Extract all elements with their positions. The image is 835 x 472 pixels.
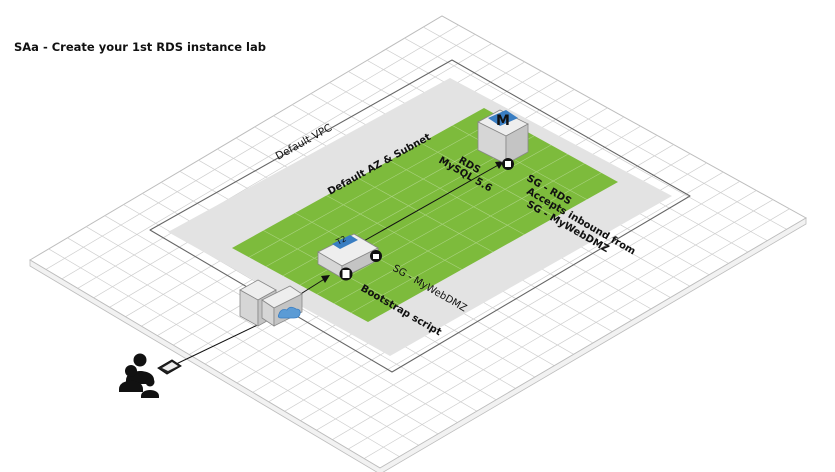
script-icon <box>339 267 353 281</box>
ec2-arrow-head <box>321 275 330 283</box>
ec2-to-rds-line <box>361 163 501 243</box>
ec2-badge: T2 <box>334 234 348 247</box>
grid-line <box>265 126 518 267</box>
grid-line <box>389 160 525 235</box>
rds-badge: M <box>496 113 510 129</box>
rds-arrow-head <box>495 161 504 169</box>
grid-floor-edge <box>29 217 807 472</box>
grid-line <box>423 26 787 230</box>
user-to-igw-line <box>171 317 273 367</box>
internet-gateway-icon <box>239 279 303 327</box>
grid-line <box>357 177 494 253</box>
router-icon <box>157 359 182 375</box>
grid-line <box>300 171 724 422</box>
grid-line <box>404 37 768 242</box>
grid-line <box>332 190 757 440</box>
grid-line <box>316 153 568 295</box>
cloud-icon <box>277 306 301 319</box>
page-title: SAa - Create your 1st RDS instance lab <box>14 40 266 54</box>
vpc-boundary <box>149 59 691 373</box>
users-icon <box>119 353 159 398</box>
grid-line <box>348 199 774 450</box>
grid-line <box>452 125 587 200</box>
grid-line <box>363 208 790 459</box>
grid-line <box>333 163 585 304</box>
grid-line <box>350 172 602 314</box>
grid-line <box>326 195 462 270</box>
rds-security-lock-icon <box>502 158 514 170</box>
rds-database-icon: M <box>477 109 529 165</box>
security-lock-icon <box>370 250 382 262</box>
grid-line <box>316 180 740 431</box>
grid-line <box>420 142 556 218</box>
grid-line <box>248 116 501 258</box>
